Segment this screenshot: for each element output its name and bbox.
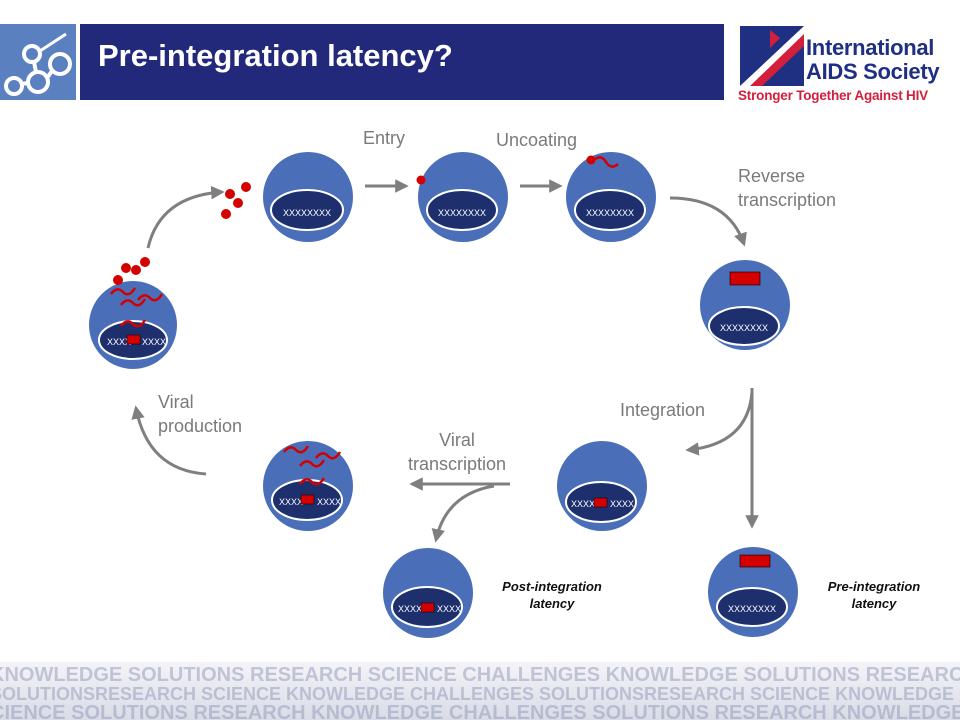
viral-rna (283, 445, 310, 454)
arrow-reverse-transcription (669, 196, 747, 247)
free-virions (221, 182, 251, 219)
provirus (420, 602, 435, 613)
dna-left: XXXX (398, 604, 422, 614)
viral-dna (739, 554, 771, 568)
dna-right: XXXX (317, 497, 341, 507)
label-post-latency-line2: latency (529, 596, 575, 611)
cell-reverse-transcription: XXXXXXXX (564, 150, 658, 244)
title-bar: Pre-integration latency? (80, 24, 724, 100)
label-viral-transcription: Viral transcription (396, 428, 518, 476)
dna-strand: XXXXXXXX (720, 323, 768, 333)
arrow-viral-production (131, 405, 207, 476)
budding-virions (113, 257, 150, 285)
viral-rna (137, 293, 164, 302)
label-viral-transcription-line1: Viral (439, 430, 475, 450)
label-pre-integration-latency: Pre-integration latency (812, 578, 936, 612)
arrow-integration (685, 391, 754, 456)
cell-producing: XXXX XXXX (87, 279, 179, 371)
provirus (593, 497, 608, 508)
dna-left: XXXX (279, 497, 303, 507)
arrow-to-post-latency (431, 484, 495, 543)
dna-strand: XXXXXXXX (586, 208, 634, 218)
ias-emblem (740, 26, 804, 86)
dna-right: XXXX (437, 604, 461, 614)
label-post-integration-latency: Post-integration latency (486, 578, 618, 612)
footer-row-2: SOLUTIONSRESEARCH SCIENCE KNOWLEDGE CHAL… (0, 684, 960, 704)
logo-name: International AIDS Society (806, 35, 940, 84)
cell-uncoating: XXXXXXXX (416, 150, 510, 244)
label-pre-latency-line2: latency (851, 596, 897, 611)
viral-rna (120, 319, 147, 328)
label-reverse-transcription-line1: Reverse (738, 166, 806, 186)
dna-left: XXXX (571, 499, 595, 509)
arrow-release (146, 185, 225, 249)
dna-strand: XXXXXXXX (728, 604, 776, 614)
footer-row-3: CIENCE SOLUTIONS RESEARCH KNOWLEDGE CHAL… (0, 702, 960, 720)
dna-right: XXXX (610, 499, 634, 509)
label-viral-transcription-line2: transcription (407, 454, 507, 474)
cell-pre-integration-latency: XXXXXXXX (706, 545, 800, 639)
capsid (586, 155, 596, 165)
footer-row-1: KNOWLEDGE SOLUTIONS RESEARCH SCIENCE CHA… (0, 664, 960, 686)
viral-rna (315, 451, 342, 460)
label-viral-production: Viral production (158, 390, 242, 438)
label-entry: Entry (363, 128, 406, 148)
label-post-latency-line1: Post-integration (502, 579, 602, 594)
dna-strand: XXXXXXXX (283, 208, 331, 218)
ias-logo: International AIDS Society Stronger Toge… (736, 22, 958, 104)
label-reverse-transcription-line2: transcription (738, 190, 837, 210)
cell-transcribing: XXXX XXXX (261, 439, 355, 533)
dna-left: XXXX (107, 337, 131, 347)
label-reverse-transcription: Reverse transcription (738, 164, 836, 212)
cell-pre-integration: XXXXXXXX (698, 258, 792, 352)
viral-rna (110, 287, 137, 296)
cell-entry: XXXXXXXX (261, 150, 355, 244)
viral-rna (593, 156, 619, 168)
viral-rna (120, 298, 147, 307)
provirus (126, 334, 141, 345)
label-integration: Integration (620, 400, 706, 420)
page-title: Pre-integration latency? (98, 38, 453, 73)
viral-rna (299, 477, 326, 486)
viral-rna (299, 459, 326, 468)
label-viral-production-line1: Viral (158, 392, 194, 412)
dna-strand: XXXXXXXX (438, 208, 486, 218)
cell-integrated: XXXX XXXX (555, 439, 649, 533)
molecule-graphic (0, 24, 76, 100)
provirus (300, 494, 315, 505)
label-viral-production-line2: production (158, 416, 243, 436)
label-pre-latency-line1: Pre-integration (827, 579, 921, 594)
label-uncoating: Uncoating (496, 130, 578, 150)
viral-dna (729, 271, 761, 286)
dna-right: XXXX (142, 337, 166, 347)
logo-name-line1: International (806, 35, 935, 60)
logo-name-line2: AIDS Society (806, 59, 940, 84)
cell-post-integration-latency: XXXX XXXX (381, 546, 475, 640)
logo-tagline: Stronger Together Against HIV (738, 88, 928, 103)
footer-word-banner: KNOWLEDGE SOLUTIONS RESEARCH SCIENCE CHA… (0, 662, 960, 720)
entering-virion (416, 175, 426, 185)
